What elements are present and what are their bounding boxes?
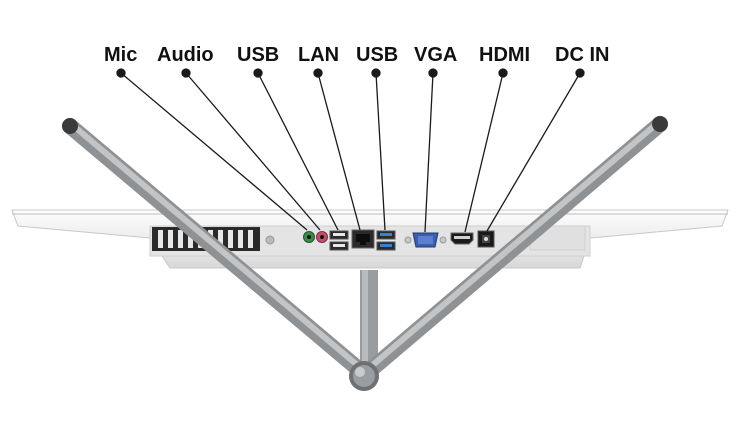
dc-in-label: DC IN bbox=[555, 44, 610, 66]
power-button bbox=[265, 235, 275, 245]
hdmi-label: HDMI bbox=[479, 44, 531, 66]
hdmi-port bbox=[450, 232, 474, 245]
usb-port-pair-b bbox=[376, 230, 396, 251]
audio-label: Audio bbox=[157, 44, 214, 66]
usb-label-1: USB bbox=[237, 44, 280, 66]
stand-rear-leg bbox=[360, 270, 378, 370]
mic-label: Mic bbox=[104, 44, 138, 66]
dc-in-port bbox=[477, 230, 495, 248]
stand-right-leg bbox=[360, 116, 668, 380]
usb-port-pair-a bbox=[329, 230, 349, 251]
lan-label: LAN bbox=[298, 44, 340, 66]
vga-port bbox=[404, 232, 447, 248]
usb-label-2: USB bbox=[356, 44, 399, 66]
leader-lines bbox=[116, 68, 585, 233]
stand-left-leg bbox=[62, 118, 370, 380]
stand-hub bbox=[349, 361, 379, 391]
lan-port bbox=[351, 229, 375, 249]
port-panel bbox=[303, 229, 495, 251]
vga-label: VGA bbox=[414, 44, 458, 66]
